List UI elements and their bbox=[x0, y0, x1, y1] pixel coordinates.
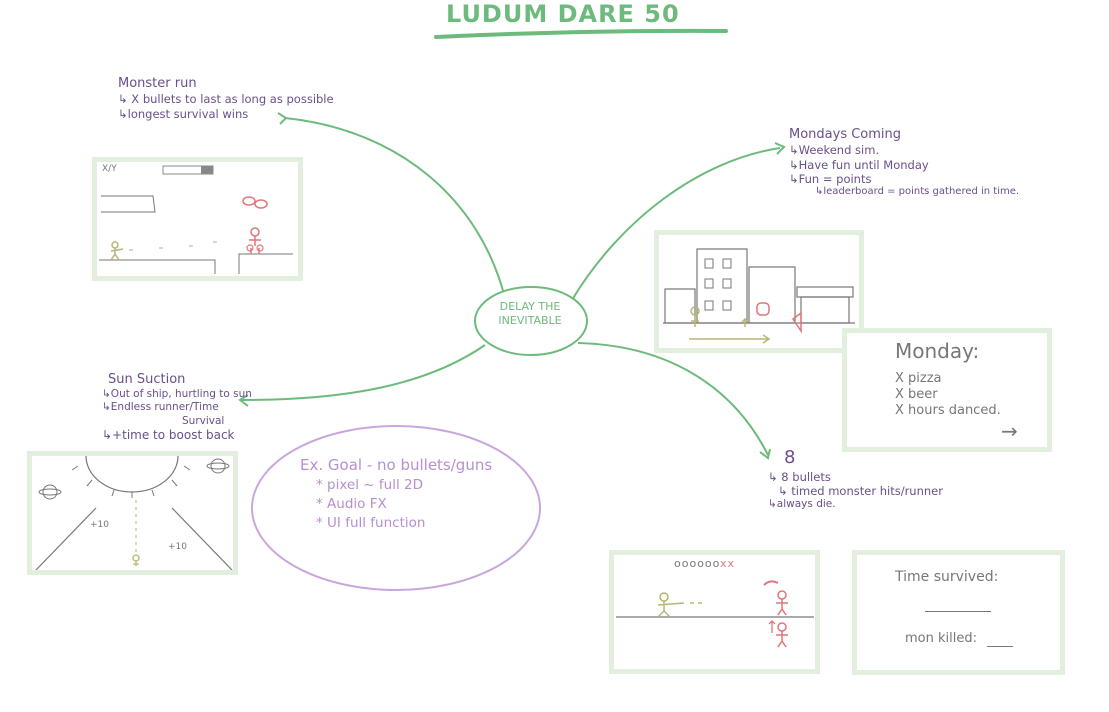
sketch-monster-run-drawing bbox=[99, 165, 293, 274]
sketch-sun-drawing bbox=[35, 456, 233, 570]
monsters-killed-label: mon killed: bbox=[905, 631, 977, 646]
goal-item: * Audio FX bbox=[316, 495, 387, 512]
monday-item: X hours danced. bbox=[895, 403, 1001, 418]
center-ellipse bbox=[474, 286, 588, 356]
branch-monster-run bbox=[284, 117, 506, 299]
sketch-weekend-city bbox=[654, 230, 864, 353]
page-title: LUDUM DARE 50 bbox=[446, 0, 680, 28]
idea-line: ↳ X bullets to last as long as possible bbox=[118, 92, 334, 107]
arrowhead-sun-suction bbox=[238, 394, 249, 407]
branch-sun-suction bbox=[241, 344, 486, 401]
sketch-monster-run: X/Y bbox=[92, 157, 303, 281]
idea-name: Sun Suction bbox=[108, 372, 186, 387]
arrowhead-eight bbox=[759, 448, 771, 460]
central-theme-line1: DELAY THE bbox=[499, 300, 561, 313]
idea-line: Survival bbox=[182, 414, 225, 427]
branch-mondays bbox=[571, 147, 781, 301]
idea-line: ↳Fun = points bbox=[789, 172, 872, 186]
time-survived-label: Time survived: bbox=[895, 569, 999, 585]
idea-name: Mondays Coming bbox=[789, 127, 902, 142]
idea-line: ↳ timed monster hits/runner bbox=[778, 483, 943, 498]
idea-line: ↳+time to boost back bbox=[102, 427, 235, 442]
sketch-eight-drawing bbox=[616, 580, 814, 648]
ammo-remaining: oooooo bbox=[674, 557, 721, 570]
ammo-counter: X/Y bbox=[102, 164, 117, 174]
idea-name: 8 bbox=[784, 447, 796, 468]
monday-title: Monday: bbox=[895, 339, 980, 363]
idea-line: ↳Weekend sim. bbox=[789, 143, 880, 158]
monday-item: X beer bbox=[895, 387, 938, 402]
idea-eight: 8 ↳ 8 bullets ↳ timed monster hits/runne… bbox=[768, 447, 943, 511]
idea-sun-suction: Sun Suction ↳Out of ship, hurtling to su… bbox=[102, 372, 252, 443]
idea-monster-run: Monster run ↳ X bullets to last as long … bbox=[118, 76, 334, 121]
idea-line: ↳leaderboard = points gathered in time. bbox=[815, 186, 1020, 198]
goal-ellipse bbox=[251, 425, 541, 591]
monday-item: X pizza bbox=[895, 371, 942, 386]
title-underline bbox=[434, 28, 728, 39]
idea-mondays-coming: Mondays Coming ↳Weekend sim. ↳Have fun u… bbox=[789, 127, 1019, 199]
idea-name: Monster run bbox=[118, 76, 197, 91]
idea-line: ↳ 8 bullets bbox=[768, 469, 831, 484]
idea-line: ↳longest survival wins bbox=[118, 106, 249, 121]
idea-line: ↳Endless runner/Time bbox=[102, 401, 219, 414]
sketch-game-over-results: Time survived: mon killed: bbox=[852, 550, 1065, 675]
central-theme-line2: INEVITABLE bbox=[498, 313, 562, 327]
idea-line: ↳always die. bbox=[768, 498, 836, 511]
ammo-spent: xx bbox=[720, 557, 736, 570]
sketch-monday-results: Monday: X pizza X beer X hours danced. → bbox=[842, 328, 1052, 452]
idea-line: ↳Have fun until Monday bbox=[789, 157, 929, 172]
arrowhead-monster-run bbox=[277, 112, 288, 125]
idea-line: ↳Out of ship, hurtling to sun bbox=[102, 388, 252, 401]
arrowhead-mondays bbox=[774, 142, 786, 155]
time-survived-blank bbox=[925, 611, 991, 612]
bonus-label: +10 bbox=[168, 542, 187, 552]
bullet-ammo-counter: ooooooxx bbox=[674, 557, 735, 570]
goal-note: Ex. Goal - no bullets/guns * pixel ~ ful… bbox=[300, 455, 492, 533]
sketch-sun-suction: +10 +10 bbox=[27, 451, 238, 575]
goal-item: * pixel ~ full 2D bbox=[316, 477, 423, 493]
central-theme: DELAY THE INEVITABLE bbox=[478, 300, 582, 328]
goal-item: * UI full function bbox=[316, 514, 426, 531]
monsters-killed-blank bbox=[987, 646, 1013, 647]
goal-title: Ex. Goal - no bullets/guns bbox=[300, 456, 493, 474]
branch-eight bbox=[577, 342, 769, 456]
bonus-label: +10 bbox=[90, 520, 109, 530]
arrow-right-icon: → bbox=[1001, 419, 1018, 443]
sketch-eight-bullets: ooooooxx bbox=[609, 550, 820, 674]
sketch-city-drawing bbox=[663, 248, 855, 344]
